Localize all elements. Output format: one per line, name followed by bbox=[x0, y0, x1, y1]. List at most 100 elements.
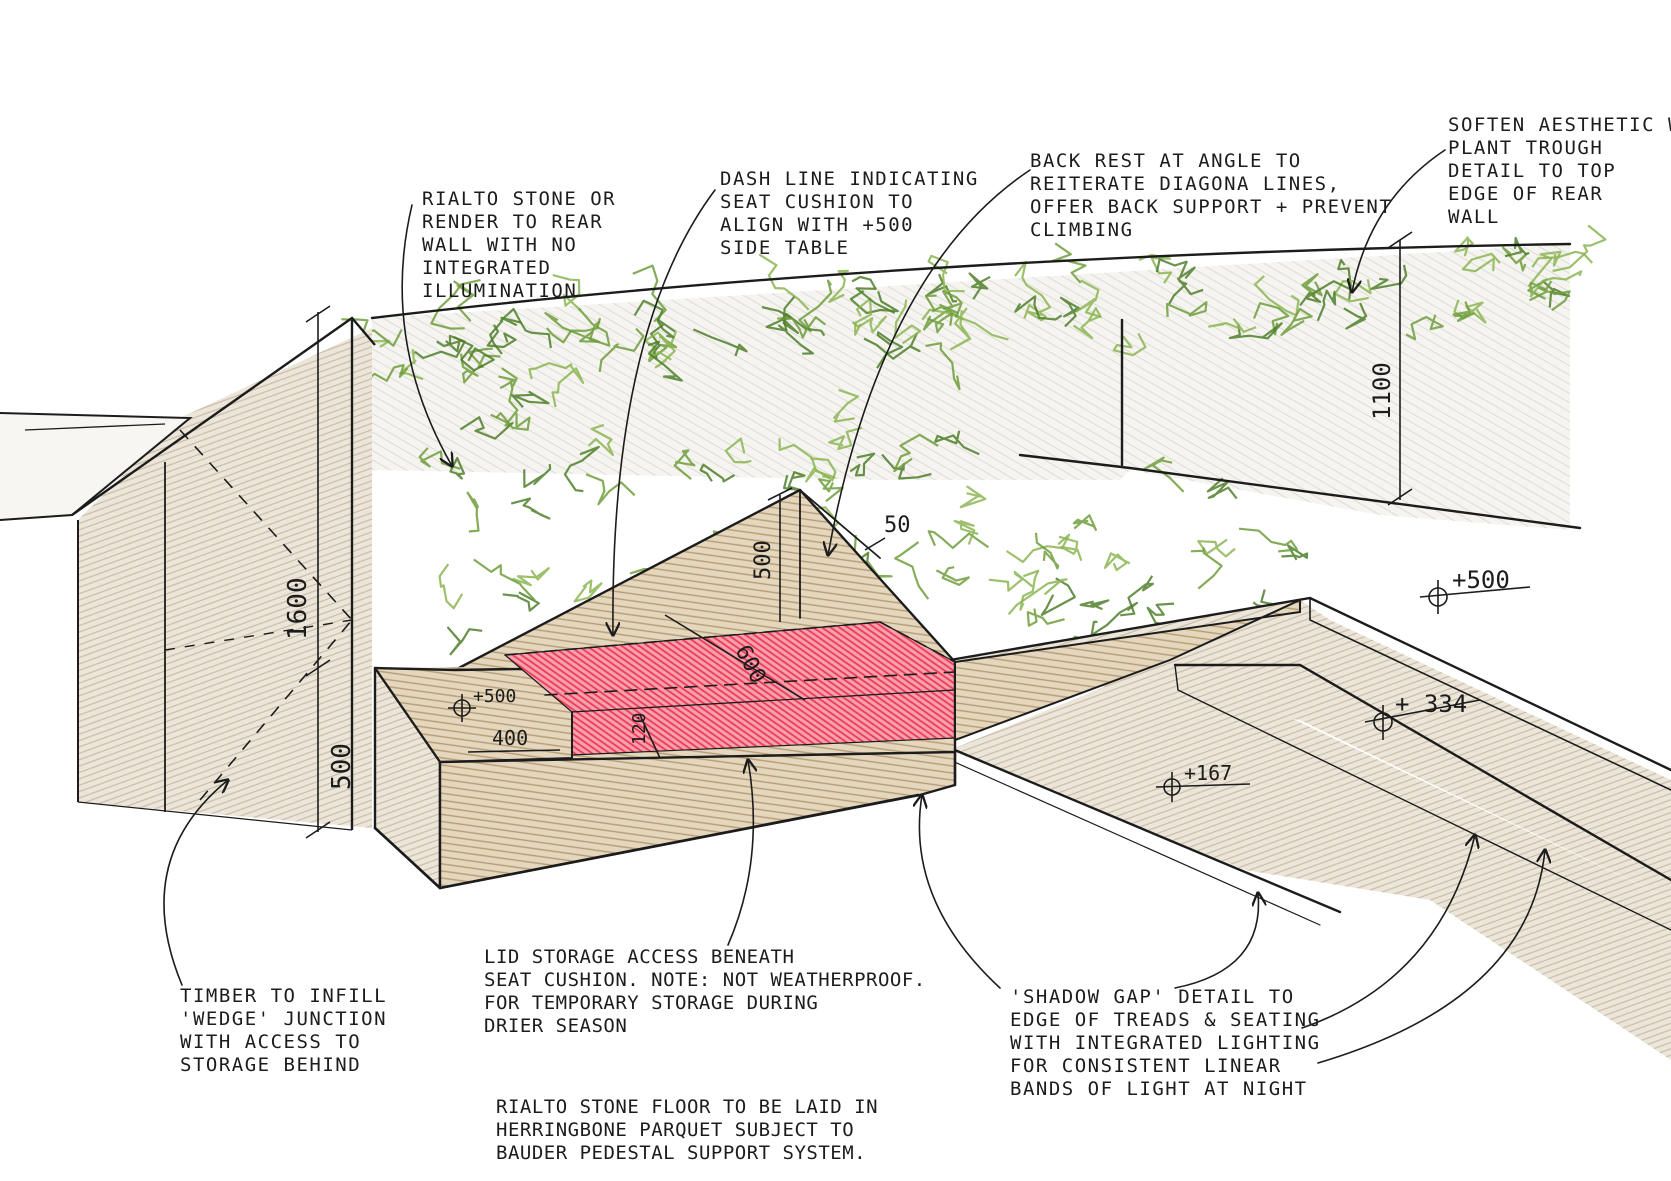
foliage-scribble bbox=[782, 295, 815, 355]
foliage-scribble bbox=[828, 269, 849, 303]
foliage-scribble bbox=[1527, 250, 1562, 288]
foliage-scribble bbox=[1059, 296, 1082, 328]
foliage-scribble bbox=[1252, 302, 1290, 336]
dim-trough-height: 1100 bbox=[1368, 362, 1396, 420]
foliage-scribble bbox=[673, 449, 696, 480]
dim-backrest-top: 50 bbox=[884, 513, 911, 538]
level-upper-step: +500 bbox=[1452, 566, 1510, 594]
foliage-scribble bbox=[598, 327, 645, 373]
foliage-scribble bbox=[1281, 544, 1309, 561]
foliage-scribble bbox=[934, 430, 980, 456]
foliage-scribble bbox=[1026, 608, 1065, 627]
foliage-scribble bbox=[959, 485, 987, 509]
note-floor: RIALTO STONE FLOOR TO BE LAID IN HERRING… bbox=[496, 1096, 879, 1164]
foliage-scribble bbox=[1138, 253, 1173, 284]
foliage-scribble bbox=[563, 445, 600, 493]
foliage-scribble bbox=[1552, 224, 1607, 273]
foliage-scribble bbox=[359, 364, 409, 387]
foliage-scribble bbox=[587, 423, 614, 457]
foliage-scribble bbox=[1529, 286, 1571, 312]
foliage-scribble bbox=[648, 335, 678, 363]
foliage-scribble bbox=[495, 412, 531, 431]
foliage-scribble bbox=[1019, 569, 1040, 611]
foliage-scribble bbox=[523, 464, 552, 488]
foliage-scribble bbox=[1461, 252, 1501, 273]
dim-cushion: 120 bbox=[629, 712, 650, 745]
foliage-scribble bbox=[724, 437, 752, 464]
foliage-scribble bbox=[849, 289, 899, 315]
foliage-scribble bbox=[1005, 533, 1071, 563]
foliage-scribble bbox=[512, 567, 550, 587]
foliage-scribble bbox=[430, 279, 481, 330]
foliage-scribble bbox=[863, 332, 921, 360]
foliage-scribble bbox=[1280, 307, 1313, 336]
foliage-scribble bbox=[927, 530, 990, 549]
foliage-scribble bbox=[1142, 456, 1185, 493]
foliage-scribble bbox=[1208, 318, 1257, 333]
foliage-scribble bbox=[1079, 599, 1110, 611]
foliage-scribble bbox=[988, 570, 1034, 592]
foliage-scribble bbox=[552, 274, 582, 312]
dimension-labels: 1600 500 500 50 600 120 400 1100 bbox=[283, 362, 1396, 790]
foliage-scribble bbox=[498, 367, 518, 390]
foliage-scribble bbox=[1453, 299, 1487, 324]
foliage-scribble bbox=[968, 272, 991, 300]
foliage-scribble bbox=[783, 471, 806, 492]
foliage-scribble bbox=[1120, 575, 1154, 617]
foliage-scribble bbox=[950, 307, 972, 351]
foliage-scribble bbox=[573, 579, 603, 603]
foliage-scribble bbox=[414, 334, 466, 360]
foliage-scribble bbox=[632, 264, 667, 323]
foliage-scribble bbox=[1168, 277, 1204, 305]
foliage-scribble bbox=[449, 456, 466, 480]
foliage-scribble bbox=[1301, 273, 1323, 297]
foliage-scribble bbox=[1253, 275, 1300, 317]
foliage-scribble bbox=[486, 324, 517, 349]
foliage-scribble bbox=[1531, 250, 1593, 268]
foliage-scribble bbox=[777, 316, 826, 339]
foliage-scribble bbox=[1103, 552, 1131, 572]
foliage-scribble bbox=[1023, 304, 1047, 322]
foliage-scribble bbox=[780, 312, 826, 337]
foliage-scribble bbox=[805, 457, 837, 483]
leader-lines bbox=[163, 149, 1545, 1064]
foliage-scribble bbox=[851, 275, 896, 314]
foliage-scribble bbox=[510, 497, 551, 520]
foliage-scribble bbox=[927, 312, 953, 334]
planter-trough bbox=[954, 598, 1301, 742]
foliage-scribble bbox=[473, 558, 536, 602]
foliage-scribble bbox=[633, 299, 675, 339]
foliage-scribble bbox=[551, 367, 585, 408]
foliage-scribble bbox=[1190, 547, 1223, 590]
foliage-scribble bbox=[798, 279, 833, 333]
foliage-scribble bbox=[1504, 236, 1530, 258]
foliage-scribble bbox=[459, 353, 479, 384]
foliage-scribble bbox=[1090, 601, 1139, 637]
foliage-scribble bbox=[466, 491, 480, 533]
foliage-scribble bbox=[927, 254, 965, 293]
foliage-scribble bbox=[1007, 578, 1068, 616]
foliage-scribble bbox=[647, 340, 683, 382]
side-wall bbox=[0, 316, 376, 831]
foliage-scribble bbox=[854, 297, 872, 336]
foliage-scribble bbox=[1112, 332, 1147, 357]
note-shadow-gap: 'SHADOW GAP' DETAIL TO EDGE OF TREADS & … bbox=[1010, 986, 1321, 1100]
foliage-scribble bbox=[922, 310, 965, 331]
level-side-table: +500 bbox=[473, 686, 516, 707]
foliage-scribble bbox=[894, 541, 930, 600]
note-timber: TIMBER TO INFILL 'WEDGE' JUNCTION WITH A… bbox=[180, 985, 388, 1076]
note-dash-line: DASH LINE INDICATING SEAT CUSHION TO ALI… bbox=[720, 168, 979, 259]
foliage-scribble bbox=[935, 566, 970, 586]
rear-wall bbox=[370, 244, 1570, 530]
level-markers bbox=[448, 580, 1531, 802]
foliage-scribble bbox=[1530, 270, 1583, 298]
foliage-scribble bbox=[828, 426, 863, 450]
dim-backrest-height: 500 bbox=[751, 540, 776, 580]
foliage-scribble bbox=[490, 387, 519, 427]
foliage-scribble bbox=[1343, 302, 1368, 330]
foliage-scribble bbox=[1405, 314, 1444, 341]
foliage-scribble bbox=[1299, 280, 1352, 307]
rear-wall-outline bbox=[370, 242, 1582, 530]
foliage-scribble bbox=[578, 307, 611, 347]
foliage-scribble bbox=[833, 388, 860, 423]
